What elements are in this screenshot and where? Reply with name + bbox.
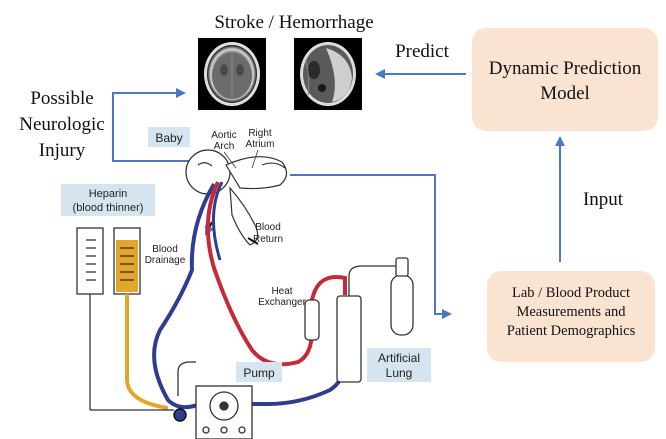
neuro-label-line1: Possible [30,88,93,109]
lab-measurements-box: Lab / Blood Product Measurements and Pat… [487,271,655,362]
drainage-blue-line [152,182,347,410]
aortic-arch-label-line1: Aortic [211,130,237,141]
blood-return-label-line1: Blood [255,222,281,233]
right-atrium-label-line2: Atrium [246,139,275,150]
model-label-line2: Model [540,83,590,104]
neuro-label-line2: Neurologic [19,114,104,135]
pump-inlet-connector [173,408,187,422]
baby-label-bg [148,127,190,147]
heparin-label-bg [61,184,155,216]
blood-return-label-line2: Return [253,234,283,245]
lab-label-line3: Patient Demographics [507,323,636,339]
model-label-line1: Dynamic Prediction [489,58,642,79]
heat-exchanger [304,299,320,341]
heat-exchanger-label-line2: Exchanger [258,297,306,308]
pump-unit [177,361,253,439]
aortic-arch-label-line2: Arch [214,141,235,152]
baby-label: Baby [155,131,182,145]
neuro-label-line3: Injury [39,140,86,161]
heparin-label-line1: Heparin [89,188,128,200]
artificial-lung-label-line2: Lung [386,366,413,380]
artificial-lung-label-line1: Artificial [378,351,420,365]
right-atrium-label-line1: Right [248,128,272,139]
scan-panel-title: Stroke / Hemorrhage [214,12,373,33]
neuro-injury-arrow [112,88,195,162]
input-label: Input [583,189,624,210]
heat-exchanger-label-line1: Heat [271,286,292,297]
heparin-syringe-right [113,227,141,295]
blood-drainage-label-line2: Drainage [145,255,186,266]
artificial-lung [336,257,414,383]
pump-label-bg [236,362,282,382]
pump-label: Pump [243,366,275,380]
blood-drainage-label-line1: Blood [152,244,178,255]
artificial-lung-label-bg [367,348,431,382]
heparin-yellow-line [125,294,169,410]
heparin-syringe-left [76,227,104,410]
ct-scan-left-image [198,38,266,110]
lab-label-line1: Lab / Blood Product [512,285,630,301]
baby-to-lab-arrow [290,174,452,319]
predict-label: Predict [395,41,450,62]
prediction-model-box: Dynamic Prediction Model [472,28,658,131]
return-red-line [205,181,347,367]
heparin-label-line2: (blood thinner) [73,202,144,214]
ct-scan-right-image [294,38,362,110]
ecmo-circuit: Baby Aortic Arch Right Atrium Blood Drai… [61,127,431,439]
lab-label-line2: Measurements and [516,304,626,320]
